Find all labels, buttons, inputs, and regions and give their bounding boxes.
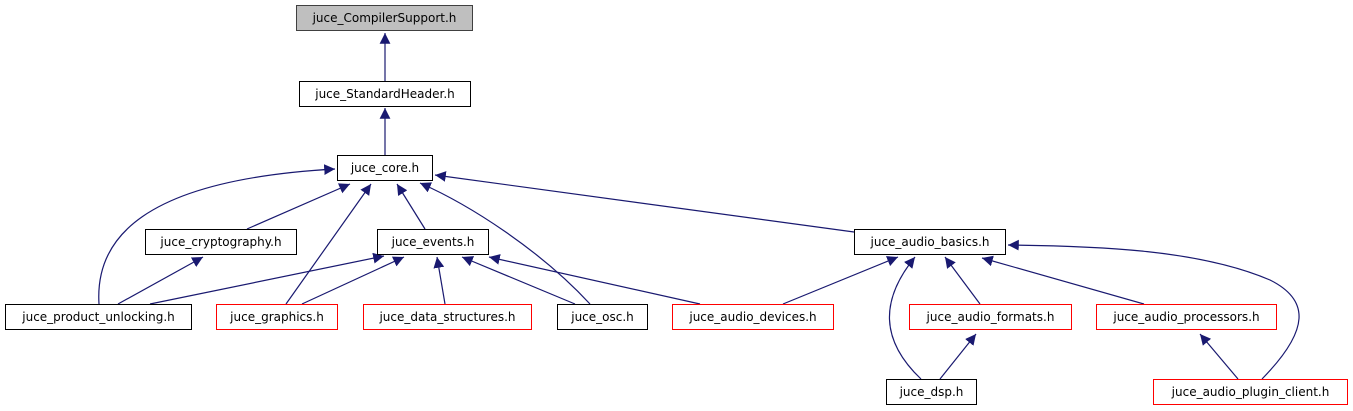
edge-product-unlocking-to-events [149,252,385,305]
node-juce-standard-header[interactable]: juce_StandardHeader.h [299,81,471,107]
edge-audio-plugin-client-to-audio-basics [1007,239,1300,380]
edge-graphics-to-core [285,183,372,305]
node-juce-audio-devices[interactable]: juce_audio_devices.h [672,304,834,330]
node-juce-audio-plugin-client[interactable]: juce_audio_plugin_client.h [1153,379,1348,405]
edge-audio-devices-to-audio-basics [782,256,899,305]
edge-product-unlocking-to-core [98,164,336,305]
node-juce-cryptography[interactable]: juce_cryptography.h [145,229,297,255]
edge-data-structures-to-events [433,256,446,305]
node-juce-graphics[interactable]: juce_graphics.h [216,304,338,330]
edge-product-unlocking-to-cryptography [117,256,204,305]
edge-audio-basics-to-core [434,171,855,233]
node-juce-data-structures[interactable]: juce_data_structures.h [363,304,532,330]
edge-events-to-core [396,183,426,230]
node-juce-dsp[interactable]: juce_dsp.h [886,379,977,405]
edge-audio-plugin-client-to-audio-processors [1199,333,1239,380]
edge-cryptography-to-core [246,183,351,230]
edge-graphics-to-events [301,256,405,305]
edge-dsp-to-audio-formats [939,333,977,380]
node-juce-product-unlocking[interactable]: juce_product_unlocking.h [5,304,192,330]
edge-audio-formats-to-audio-basics [944,256,981,305]
edge-osc-to-core [419,182,591,305]
node-juce-osc[interactable]: juce_osc.h [557,304,648,330]
edge-audio-devices-to-events [488,254,701,305]
edge-dsp-to-audio-basics [888,256,922,380]
edge-audio-processors-to-audio-basics [981,255,1145,305]
node-juce-audio-basics[interactable]: juce_audio_basics.h [854,229,1006,255]
node-juce-audio-formats[interactable]: juce_audio_formats.h [909,304,1072,330]
node-juce-events[interactable]: juce_events.h [377,229,489,255]
node-juce-compiler-support: juce_CompilerSupport.h [296,5,473,31]
node-juce-audio-processors[interactable]: juce_audio_processors.h [1096,304,1277,330]
edge-osc-to-events [461,256,576,305]
node-juce-core[interactable]: juce_core.h [337,155,433,181]
